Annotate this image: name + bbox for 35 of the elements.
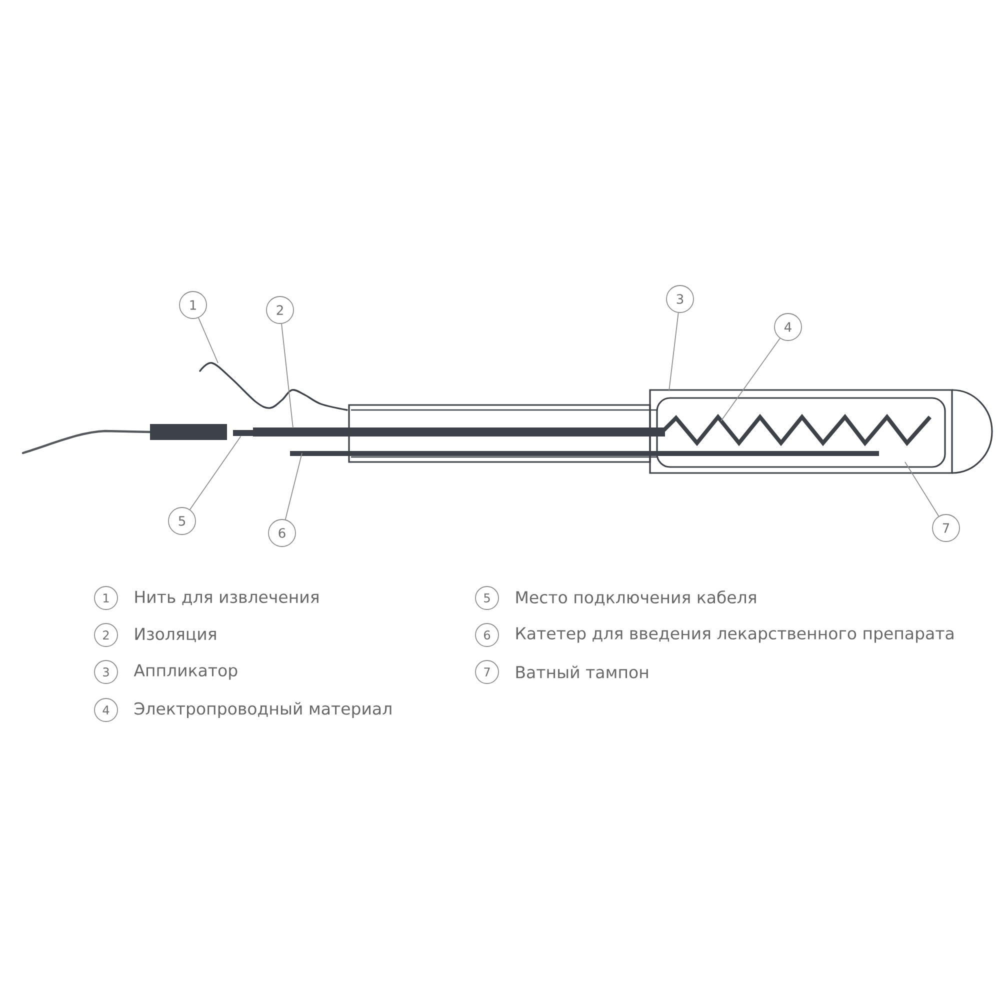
leader-line xyxy=(904,462,940,517)
callout-number: 3 xyxy=(666,285,694,313)
leader-line xyxy=(284,452,302,520)
part-description: Электропроводный материал xyxy=(134,702,392,718)
callout-number: 5 xyxy=(168,507,196,535)
callout-number: 6 xyxy=(475,623,499,647)
callout-number: 3 xyxy=(94,660,118,684)
callout-number: 2 xyxy=(266,296,294,324)
part-description: Катетер для введения лекарственного препарата xyxy=(516,627,954,643)
leader-line xyxy=(198,317,218,364)
callout-number: 5 xyxy=(475,586,499,610)
catheter-tube xyxy=(290,451,880,456)
part-description: Нить для извлечения xyxy=(135,590,318,606)
applicator-head xyxy=(649,389,993,474)
callout-number: 1 xyxy=(94,586,118,610)
part-description: Аппликатор xyxy=(134,664,238,680)
tube xyxy=(348,404,657,463)
part-description: Ватный тампон xyxy=(516,666,648,678)
pull-thread xyxy=(199,362,348,411)
leader-line xyxy=(720,338,780,422)
callout-number: 7 xyxy=(932,514,960,542)
leader-line xyxy=(190,436,242,510)
connector-pin xyxy=(233,430,253,436)
leader-line xyxy=(281,323,294,428)
callout-number: 4 xyxy=(774,313,802,341)
zigzag-wire xyxy=(660,414,932,446)
callout-number: 7 xyxy=(475,660,499,684)
callout-number: 6 xyxy=(268,519,296,547)
cotton-swab xyxy=(656,397,946,468)
part-description: Место подключения кабеля xyxy=(516,590,756,606)
callout-number: 2 xyxy=(94,623,118,647)
callout-number: 4 xyxy=(94,698,118,722)
leader-line xyxy=(668,312,679,392)
part-description: Изоляция xyxy=(135,628,216,642)
callout-number: 1 xyxy=(179,291,207,319)
